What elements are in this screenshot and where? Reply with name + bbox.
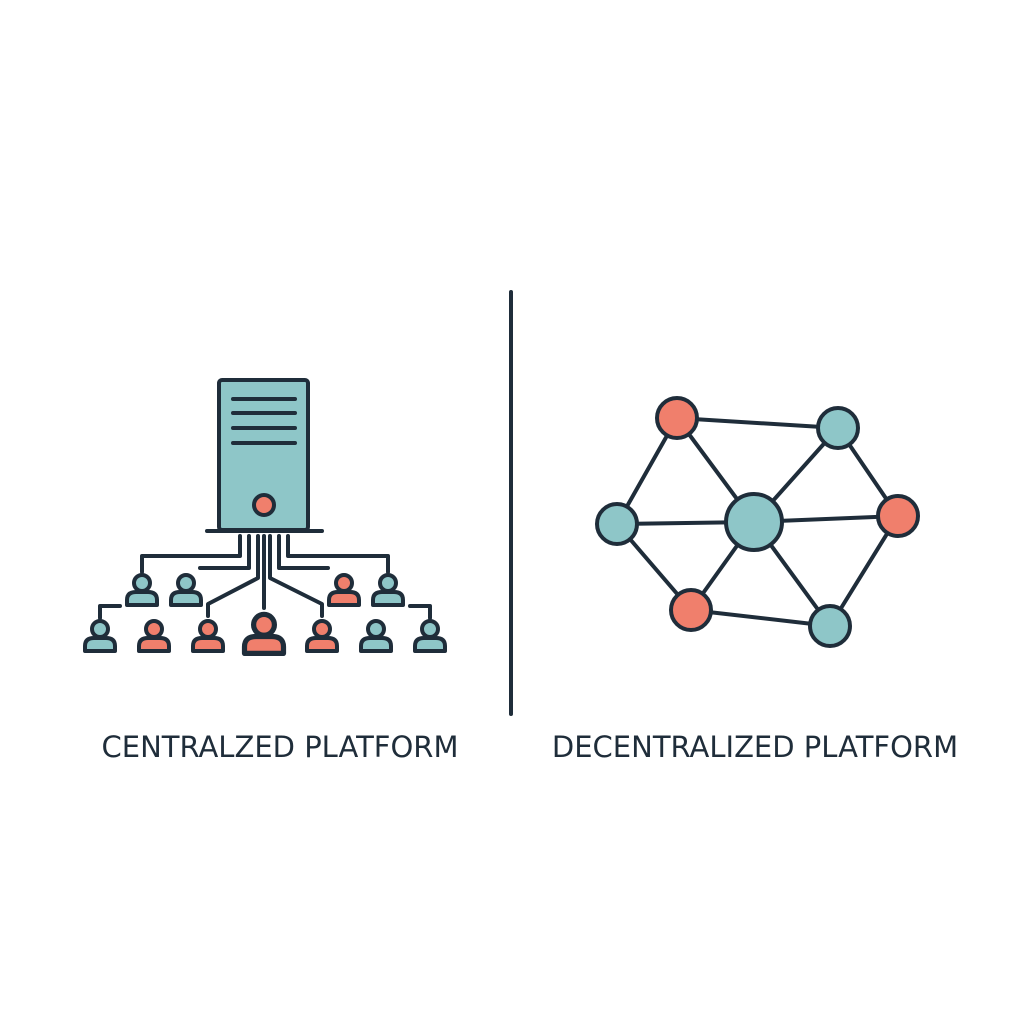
network-edge: [689, 608, 832, 628]
network-node-icon: [595, 502, 639, 546]
user-icon: [371, 573, 405, 607]
decentralized-label: DECENTRALIZED PLATFORM: [552, 730, 958, 764]
network-node-icon: [816, 406, 860, 450]
connection-lines: [98, 534, 432, 620]
wire-far-left: [140, 534, 242, 574]
network-node-icon: [808, 604, 852, 648]
server-icon: [205, 378, 324, 533]
wire-bottom-left: [98, 604, 122, 620]
server-power-light: [252, 493, 276, 517]
user-icon: [83, 619, 117, 653]
user-icon: [359, 619, 393, 653]
network-node-icon: [724, 492, 784, 552]
user-icon: [169, 573, 203, 607]
centralized-platform-illustration: [83, 378, 447, 656]
wire-left-mid: [198, 534, 251, 570]
network-edge: [675, 416, 840, 430]
user-icon: [413, 619, 447, 653]
network-node-icon: [876, 494, 920, 538]
decentralized-network-illustration: [595, 396, 920, 648]
wire-far-right: [286, 534, 390, 574]
network-node-icon: [655, 396, 699, 440]
user-icon: [327, 573, 361, 607]
wire-right-low: [268, 534, 324, 618]
network-nodes: [595, 396, 920, 648]
network-node-icon: [669, 588, 713, 632]
user-icon: [305, 619, 339, 653]
wire-right-mid: [277, 534, 330, 570]
user-icon: [137, 619, 171, 653]
user-icon: [241, 611, 287, 656]
user-group: [83, 573, 447, 656]
wire-left-low: [206, 534, 260, 618]
user-icon: [191, 619, 225, 653]
centralized-label: CENTRALZED PLATFORM: [102, 730, 459, 764]
wire-bottom-right: [408, 604, 432, 620]
user-icon: [125, 573, 159, 607]
